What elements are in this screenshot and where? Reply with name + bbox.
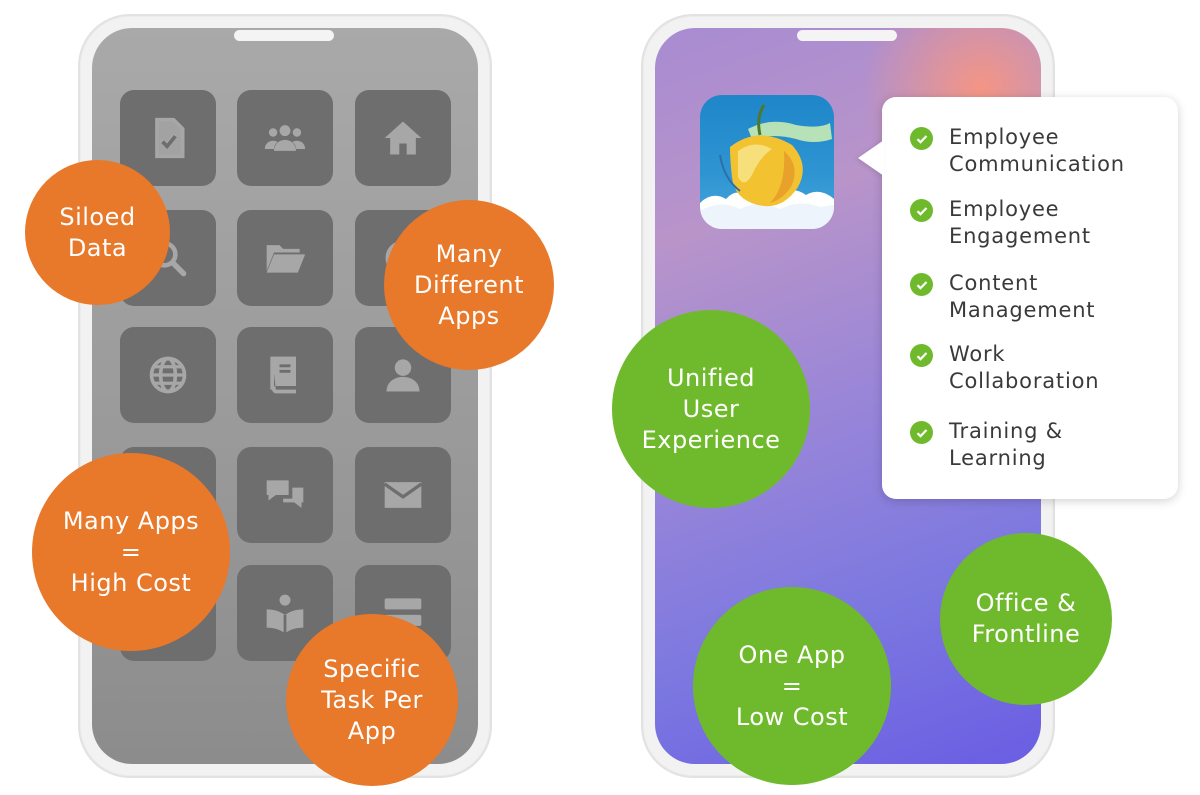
right-phone-speaker [797, 30, 897, 41]
globe-icon [120, 327, 216, 423]
feature-line: Management [949, 298, 1096, 322]
checkmark-icon [910, 421, 933, 444]
feature-line: Work [949, 342, 1006, 366]
checkmark-icon [910, 273, 933, 296]
feature-line: Training & [949, 419, 1063, 443]
badge-line: Low Cost [735, 702, 849, 731]
feature-item: Training & Learning [910, 418, 1170, 472]
badge-line: Apps [438, 301, 500, 330]
feature-line: Collaboration [949, 369, 1100, 393]
badge-line: Frontline [971, 620, 1081, 648]
users-icon [237, 90, 333, 186]
checkmark-icon [910, 344, 933, 367]
badge-line: High Cost [70, 568, 192, 597]
badge-line: Specific [323, 654, 421, 683]
badge-line: Many Apps [62, 506, 200, 535]
reader-icon [237, 565, 333, 661]
badge-line: Different [413, 270, 525, 299]
mail-icon [355, 447, 451, 543]
book-icon [237, 327, 333, 423]
badge-line: One App [738, 640, 846, 669]
badge-line: Office & [975, 589, 1077, 617]
badge-line: = [781, 671, 803, 700]
badge-line: Task Per [321, 685, 423, 714]
badge-line: Many [435, 239, 503, 268]
badge-line: = [120, 537, 142, 566]
feature-line: Engagement [949, 224, 1091, 248]
checkmark-icon [910, 199, 933, 222]
left-phone-speaker [234, 30, 334, 41]
feature-line: Employee [949, 125, 1060, 149]
folder-icon [237, 210, 333, 306]
office-frontline-badge: Office & Frontline [940, 533, 1112, 705]
document-check-icon [120, 90, 216, 186]
badge-line: Siloed [59, 202, 136, 231]
high-cost-badge: Many Apps=High Cost [32, 453, 230, 651]
badge-line: Experience [641, 425, 781, 454]
mango-app-icon [700, 95, 834, 229]
callout-pointer [858, 140, 884, 176]
checkmark-icon [910, 127, 933, 150]
low-cost-badge: One App=Low Cost [693, 587, 891, 785]
badge-line: App [347, 716, 397, 745]
feature-line: Learning [949, 446, 1047, 470]
badge-line: Unified [666, 363, 756, 392]
home-icon [355, 90, 451, 186]
badge-line: User [682, 394, 740, 423]
chat-icon [237, 447, 333, 543]
badge-line: Data [67, 233, 128, 262]
feature-line: Employee [949, 197, 1060, 221]
feature-line: Communication [949, 152, 1125, 176]
feature-line: Content [949, 271, 1039, 295]
